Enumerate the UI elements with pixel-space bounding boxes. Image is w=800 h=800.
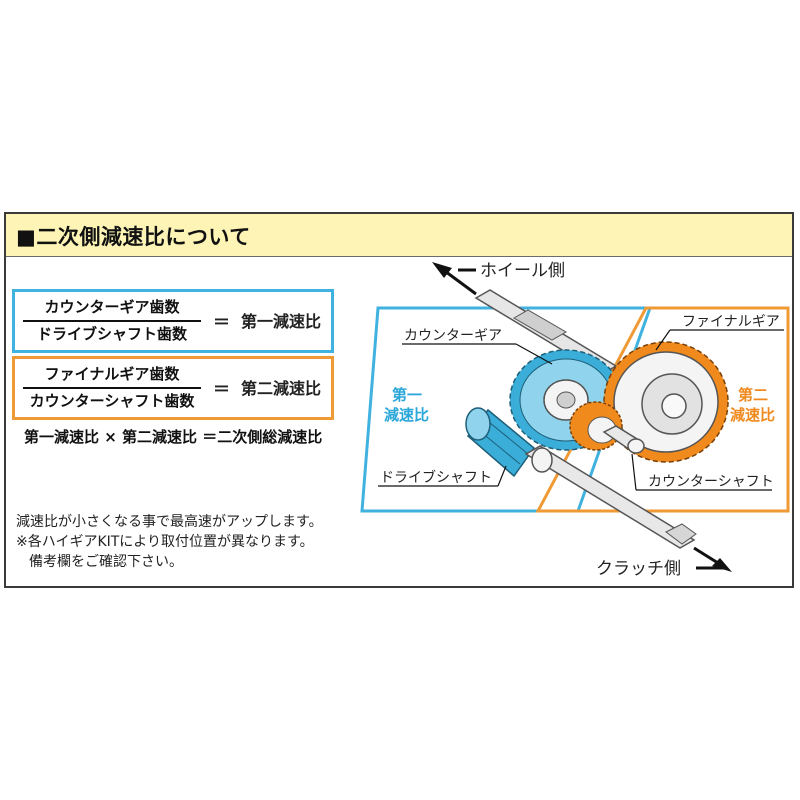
transmission-diagram: ホイール側 [360, 261, 790, 579]
counter-gear-label: カウンターギア [404, 328, 502, 344]
fraction-bar [23, 320, 201, 322]
drive-shaft-label: ドライブシャフト [380, 469, 492, 486]
leader-line [497, 465, 507, 487]
leader-line [631, 453, 637, 491]
fraction-bar [23, 387, 201, 389]
counter-pinion [569, 401, 623, 451]
first-ratio-denominator: ドライブシャフト歯数 [36, 325, 187, 343]
first-ratio-fraction: カウンターギア歯数 ドライブシャフト歯数 [23, 296, 201, 346]
counter-shaft [602, 425, 645, 454]
counter-shaft-label: カウンターシャフト [648, 474, 774, 490]
first-ratio-formula-box: カウンターギア歯数 ドライブシャフト歯数 ＝ 第一減速比 [12, 289, 334, 353]
clutch-side-arrow [693, 546, 732, 572]
note-line: 備考欄をご確認下さい。 [29, 554, 183, 570]
notes: 減速比が小さくなる事で最高速がアップします。 ※各ハイギアKITにより取付位置が… [16, 512, 323, 572]
counter-gear [509, 349, 623, 451]
leader-line [655, 329, 671, 351]
second-ratio-fraction: ファイナルギア歯数 カウンターシャフト歯数 [23, 363, 201, 413]
section-title: ■二次側減速比について [16, 225, 251, 249]
gear-ratio-panel: ■二次側減速比について カウンターギア歯数 ドライブシャフト歯数 ＝ 第一減速比… [4, 212, 794, 588]
first-ratio-label: 減速比 [384, 406, 429, 424]
second-ratio-label: 減速比 [730, 406, 775, 424]
section-header: ■二次側減速比について [6, 214, 792, 257]
second-ratio-label: 第二 [738, 386, 768, 404]
second-ratio-numerator: ファイナルギア歯数 [44, 365, 180, 383]
first-ratio-numerator: カウンターギア歯数 [44, 298, 180, 316]
drive-shaft [524, 445, 697, 549]
wheel-side-arrow [432, 262, 477, 296]
leader-line [515, 343, 553, 365]
equals-sign: ＝ [213, 380, 230, 400]
wheel-side-label: ホイール側 [480, 261, 565, 281]
note-line: ※各ハイギアKITにより取付位置が異なります。 [16, 534, 314, 550]
second-ratio-formula-box: ファイナルギア歯数 カウンターシャフト歯数 ＝ 第二減速比 [12, 356, 334, 420]
drive-shaft-gear [465, 407, 536, 478]
clutch-side-label: クラッチ側 [596, 559, 681, 579]
total-ratio-formula: 第一減速比 × 第二減速比 ＝二次側総減速比 [24, 428, 323, 446]
first-ratio-result: 第一減速比 [241, 312, 322, 331]
second-ratio-result: 第二減速比 [241, 379, 322, 398]
second-ratio-denominator: カウンターシャフト歯数 [29, 392, 195, 410]
final-gear-label: ファイナルギア [682, 314, 780, 330]
note-line: 減速比が小さくなる事で最高速がアップします。 [16, 514, 323, 530]
equals-sign: ＝ [213, 313, 230, 333]
first-ratio-label: 第一 [392, 386, 422, 404]
final-gear [603, 341, 729, 463]
